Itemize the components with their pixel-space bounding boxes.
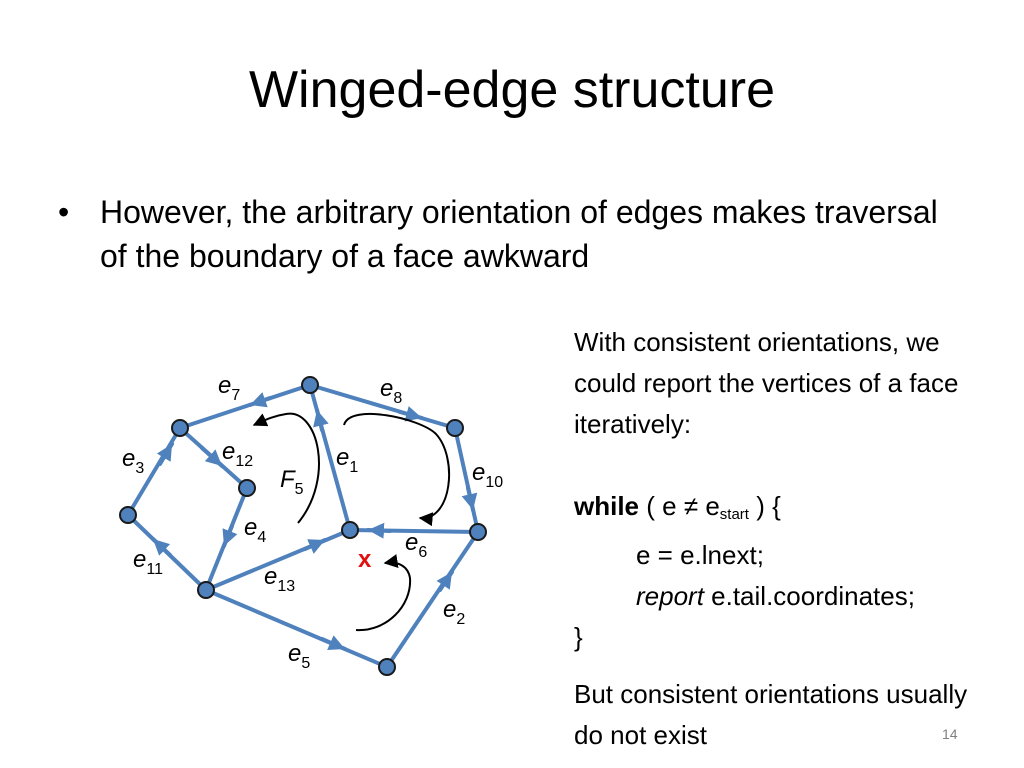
edge-e5-arrow — [320, 635, 347, 651]
page-number: 14 — [942, 726, 958, 742]
not-equal-symbol: ≠ — [683, 491, 699, 521]
edge-e3-arrow — [156, 442, 174, 466]
label-e2: e2 — [443, 596, 465, 628]
edge-e10 — [453, 426, 480, 534]
vertex — [378, 658, 396, 676]
label-e12: e12 — [222, 438, 253, 470]
condition-variable: e — [698, 491, 720, 521]
vertex — [197, 581, 215, 599]
code-line-while: while ( e ≠ estart ) { — [574, 486, 1014, 535]
label-e4: e4 — [244, 514, 266, 546]
traversal-arrow-right — [343, 412, 451, 527]
intro-text: With consistent orientations, we could r… — [574, 327, 959, 439]
edge-e4-arrow — [222, 524, 238, 548]
label-e3: e3 — [122, 445, 144, 477]
edge-e8-arrow — [398, 406, 424, 422]
code-line-report: report e.tail.coordinates; — [574, 576, 1014, 617]
code-line-assign: e = e.lnext; — [636, 540, 764, 570]
edge-e8 — [308, 383, 457, 430]
label-e5: e5 — [288, 640, 310, 672]
bullet-text: However, the arbitrary orientation of ed… — [100, 194, 938, 274]
label-e13: e13 — [264, 563, 295, 595]
pseudo-code: while ( e ≠ estart ) { e = e.lnext; repo… — [574, 486, 1014, 658]
edge-e11-arrow — [151, 537, 172, 557]
edge-e7-arrow — [248, 392, 272, 408]
edge-e6-arrow — [366, 522, 392, 539]
label-e8: e8 — [380, 375, 402, 407]
vertex — [301, 376, 319, 394]
condition-close: ) { — [748, 491, 781, 521]
report-keyword: report — [636, 581, 704, 611]
edge-e1-arrow — [313, 408, 329, 432]
edge-e12-arrow — [200, 446, 224, 468]
edge-e7 — [178, 383, 312, 430]
label-face-f5: F5 — [280, 466, 304, 498]
vertex — [119, 506, 137, 524]
vertex — [469, 523, 487, 541]
label-e6: e6 — [405, 529, 427, 561]
label-e1: e1 — [336, 444, 358, 476]
code-line-close: } — [574, 622, 583, 652]
report-argument: e.tail.coordinates; — [703, 581, 915, 611]
traversal-arrow-bottom — [355, 554, 412, 632]
outro-text: But consistent orientations usually do n… — [574, 679, 968, 750]
vertex — [341, 521, 359, 539]
edge-e10-arrow — [461, 486, 478, 512]
edge-e2 — [385, 530, 480, 669]
edge-e2-arrow — [436, 570, 454, 592]
edge-e5 — [204, 588, 389, 669]
condition-open: ( e — [646, 491, 684, 521]
edge-e13-arrow — [303, 538, 327, 554]
while-keyword: while — [574, 491, 640, 521]
bullet-marker: • — [58, 194, 70, 230]
vertex — [171, 419, 189, 437]
label-e7: e7 — [218, 372, 240, 404]
condition-subscript: start — [719, 506, 749, 523]
traversal-arrow-left — [252, 412, 320, 524]
label-e10: e10 — [472, 459, 503, 491]
vertex — [238, 479, 256, 497]
slide-title: Winged-edge structure — [248, 61, 776, 119]
vertex — [446, 419, 464, 437]
label-e11: e11 — [133, 546, 163, 578]
point-marker-x: x — [358, 546, 372, 573]
